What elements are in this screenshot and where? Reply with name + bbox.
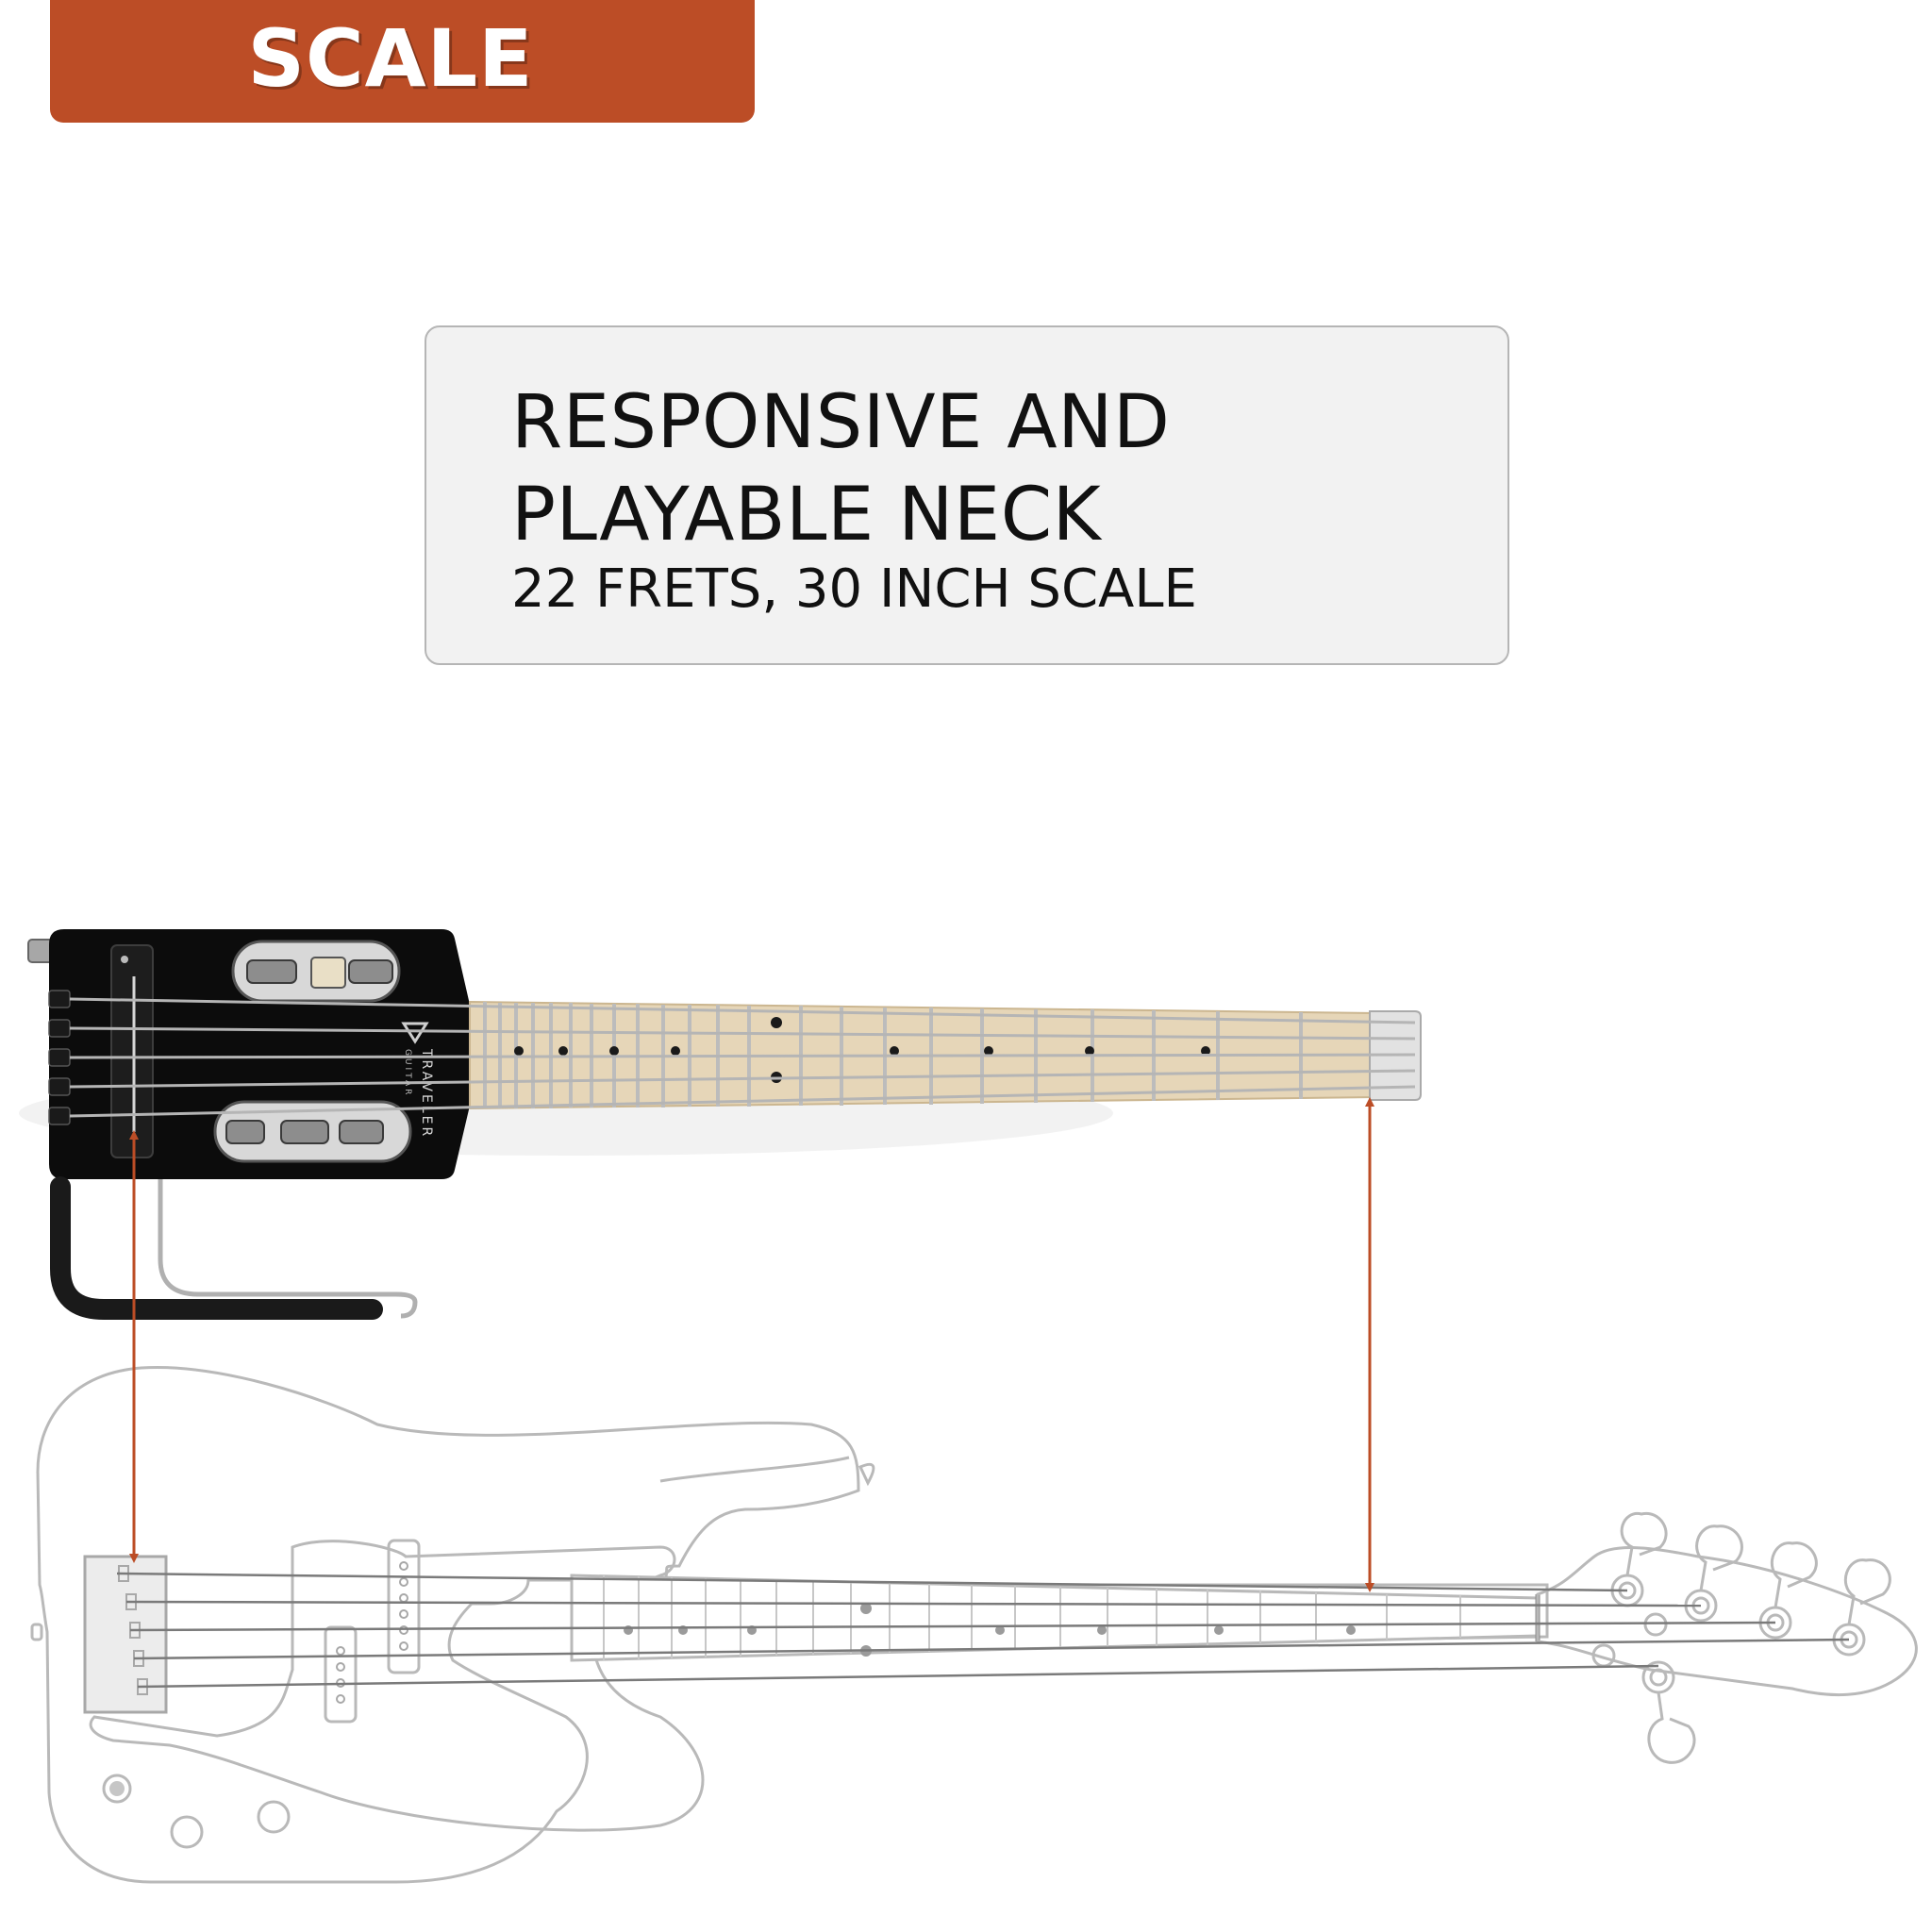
outline-pickguard	[89, 1540, 705, 1832]
travel-bass-photo: TRAVELER GUITAR	[19, 929, 1422, 1320]
traveler-logo-icon	[401, 1022, 429, 1044]
scale-header-label: SCALE	[247, 12, 534, 105]
outline-bridge	[83, 1555, 168, 1714]
brand-sub: GUITAR	[403, 1049, 412, 1097]
scale-header-tab: SCALE	[50, 0, 755, 123]
leg-rest-foam	[50, 1176, 383, 1320]
outline-frets	[603, 1575, 1461, 1660]
feature-subtitle: 22 FRETS, 30 INCH SCALE	[511, 558, 1197, 620]
brand-name: TRAVELER	[419, 1048, 434, 1139]
bridge-plate	[110, 944, 154, 1158]
outline-tuners	[1591, 1511, 1891, 1764]
feature-title-line-1: RESPONSIVE AND	[511, 380, 1171, 465]
leg-rest-rod	[158, 1179, 418, 1319]
outline-knob-1	[170, 1815, 204, 1849]
feature-info-box: RESPONSIVE AND PLAYABLE NECK 22 FRETS, 3…	[425, 325, 1509, 665]
bass-strings	[69, 997, 1416, 1118]
outline-knob-2	[257, 1800, 291, 1834]
outline-jack	[102, 1774, 132, 1804]
outline-headstock	[1536, 1546, 1918, 1696]
outline-pickup-1	[387, 1539, 421, 1674]
standard-bass-outline	[30, 1366, 1918, 1884]
scale-arrows	[129, 1097, 1374, 1592]
feature-title-line-2: PLAYABLE NECK	[511, 473, 1102, 558]
outline-pickup-2	[324, 1625, 358, 1724]
outline-strings	[116, 1572, 1850, 1689]
fret-markers	[514, 1017, 1210, 1083]
